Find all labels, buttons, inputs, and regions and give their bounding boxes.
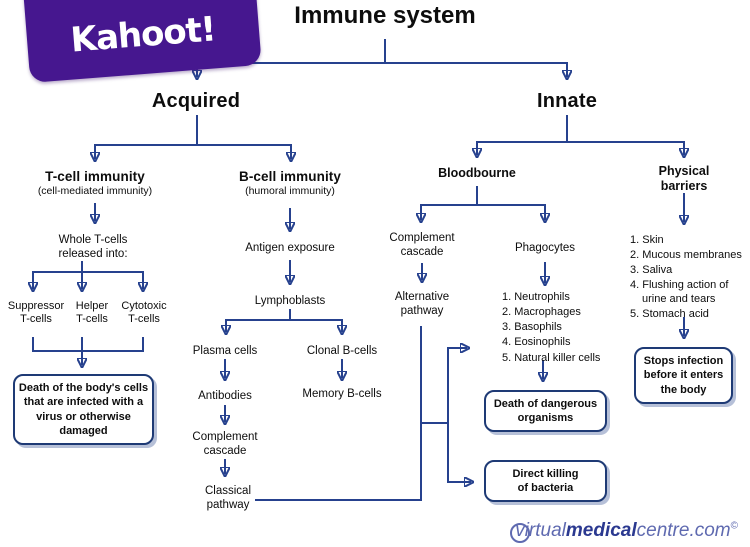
node-helper-tcells: Helper T-cells xyxy=(75,300,109,326)
node-bcell-subheading: (humoral immunity) xyxy=(245,185,335,197)
node-physical-barriers: Physical barriers xyxy=(658,164,710,194)
watermark-virtualmedicalcentre: virtualmedicalcentre.com© xyxy=(510,520,738,543)
node-complement-cascade-bcell: Complement cascade xyxy=(192,431,258,458)
barrier-item: 4. Flushing action of urine and tears xyxy=(630,279,729,305)
outcome-box-cell-death: Death of the body's cells that are infec… xyxy=(13,374,154,445)
phagocytes-item: 2. Macrophages xyxy=(502,306,581,319)
node-whole-tcells: Whole T-cells released into: xyxy=(58,234,128,261)
barrier-item: 1. Skin xyxy=(630,234,664,246)
physical-barriers-list: 1. Skin 2. Mucous membranes 3. Saliva 4.… xyxy=(630,234,742,323)
kahoot-logo: Kahoot! xyxy=(22,0,262,83)
node-clonal-bcells: Clonal B-cells xyxy=(306,345,378,357)
node-bloodbourne: Bloodbourne xyxy=(438,166,516,180)
node-bcell-immunity: B-cell immunity xyxy=(238,169,342,184)
node-tcell-immunity: T-cell immunity xyxy=(45,169,145,184)
kahoot-logo-text: Kahoot! xyxy=(69,9,217,61)
watermark-medical: medical xyxy=(565,520,637,541)
outcome-box-direct-killing: Direct killing of bacteria xyxy=(484,460,607,502)
phagocytes-item: 4. Eosinophils xyxy=(502,336,571,349)
node-alternative-pathway: Alternative pathway xyxy=(394,291,450,318)
node-acquired: Acquired xyxy=(151,90,241,112)
watermark-circle-mark xyxy=(510,523,531,543)
phagocytes-item: 1. Neutrophils xyxy=(502,291,570,303)
node-tcell-subheading: (cell-mediated immunity) xyxy=(37,185,153,197)
outcome-box-stops-infection: Stops infection before it enters the bod… xyxy=(634,347,733,404)
barrier-item: 2. Mucous membranes xyxy=(630,249,742,262)
node-classical-pathway: Classical pathway xyxy=(204,485,252,512)
barrier-item: 5. Stomach acid xyxy=(630,308,709,321)
watermark-domain: centre.com xyxy=(636,520,731,541)
node-antibodies: Antibodies xyxy=(198,390,252,402)
node-lymphoblasts: Lymphoblasts xyxy=(254,295,326,307)
node-memory-bcells: Memory B-cells xyxy=(302,388,382,400)
watermark-copyright: © xyxy=(730,520,738,532)
node-cytotoxic-tcells: Cytotoxic T-cells xyxy=(121,300,167,326)
phagocytes-list: 1. Neutrophils 2. Macrophages 3. Basophi… xyxy=(502,291,614,367)
node-phagocytes: Phagocytes xyxy=(514,242,576,254)
node-innate: Innate xyxy=(536,90,598,112)
diagram-title: Immune system xyxy=(294,2,476,29)
phagocytes-item: 3. Basophils xyxy=(502,321,562,334)
node-complement-cascade-innate: Complement cascade xyxy=(389,232,455,259)
node-antigen-exposure: Antigen exposure xyxy=(245,242,335,254)
node-suppressor-tcells: Suppressor T-cells xyxy=(7,300,65,326)
node-plasma-cells: Plasma cells xyxy=(192,345,258,357)
barrier-item: 3. Saliva xyxy=(630,264,673,277)
outcome-box-death-organisms: Death of dangerous organisms xyxy=(484,390,607,432)
phagocytes-item: 5. Natural killer cells xyxy=(502,351,601,364)
